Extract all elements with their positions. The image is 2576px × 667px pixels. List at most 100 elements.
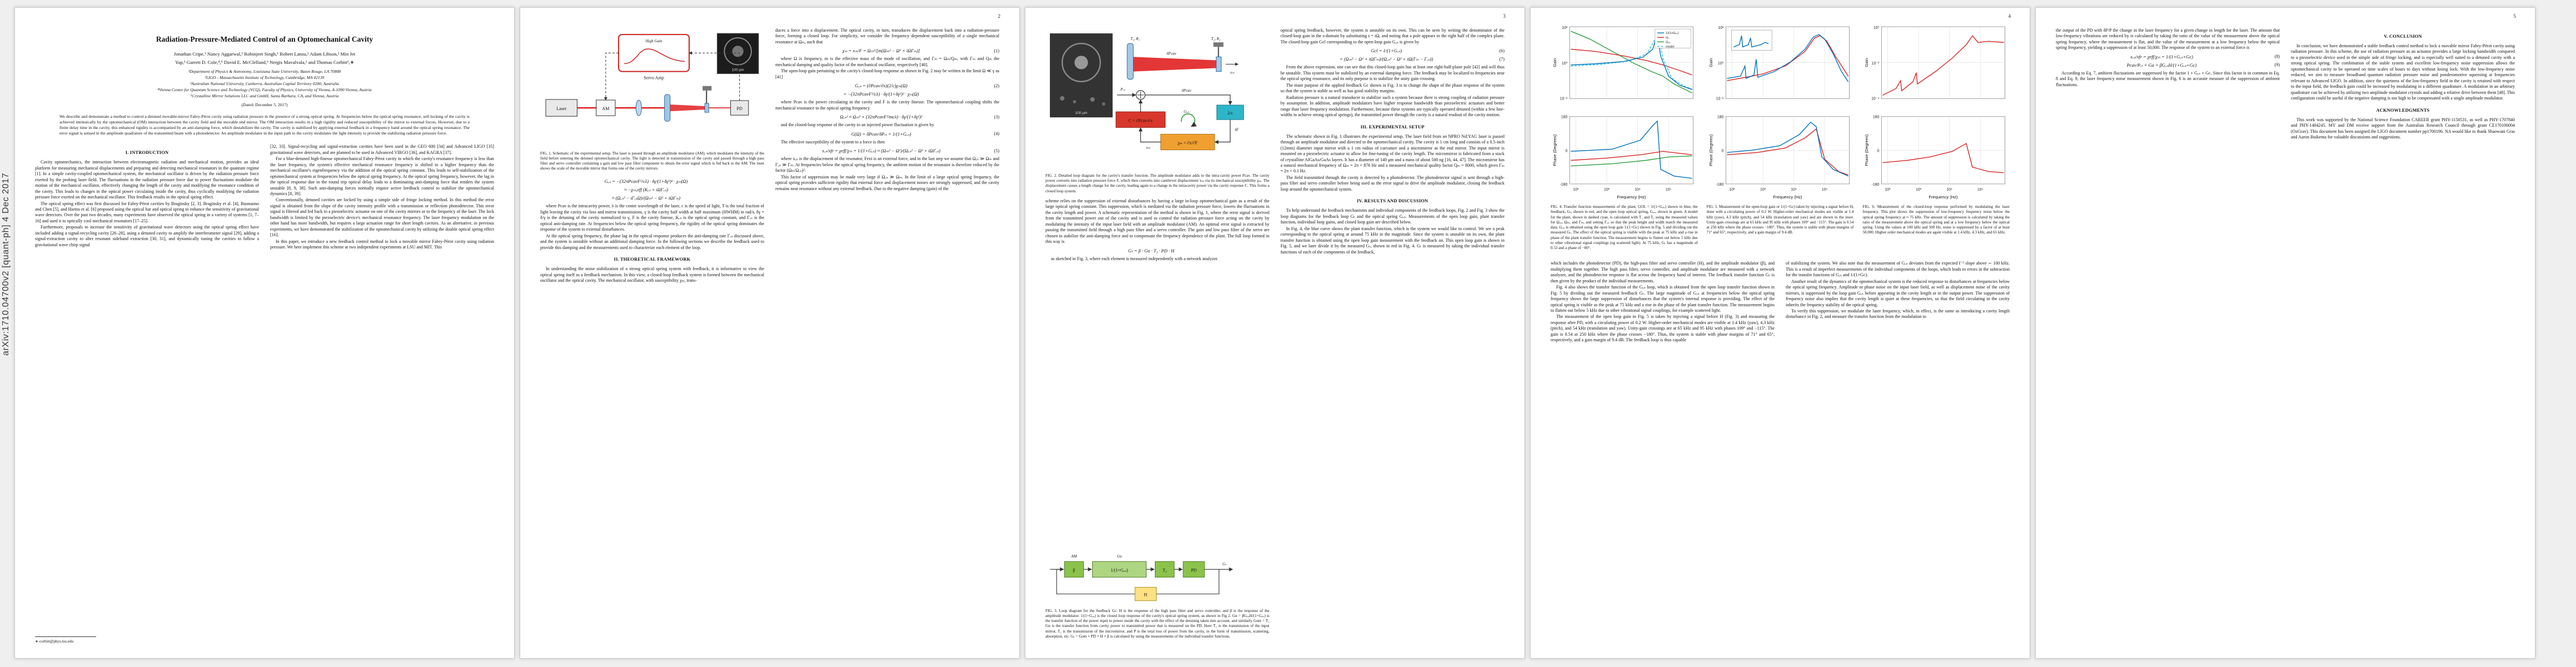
figure-5-open-loop-gain: 10² 10⁰ 10⁻² Gain 180 0 -180 Phase (Degr… [1707,22,1854,251]
svg-text:1/(1+Gₒₛ): 1/(1+Gₒₛ) [1666,32,1679,35]
intro-text-continued: [32, 33]. Signal-recycling and signal-ex… [270,144,494,251]
svg-text:10⁴: 10⁴ [1947,188,1953,192]
susceptibility-label: χₘ = ∂x/∂F [1177,141,1198,146]
micromirror-cantilever [702,86,712,113]
svg-text:10⁰: 10⁰ [1718,61,1724,66]
svg-text:180: 180 [1717,116,1724,120]
h-label: H [1144,593,1147,598]
column-right: of stabilizing the system. We also note … [1786,261,2010,644]
paragraph: In this paper, we introduce a new feedba… [270,238,494,250]
svg-text:10⁻²: 10⁻² [1872,62,1880,66]
cavity-loop-figure: 100 μm T₁, R₁ T₂, R₂ δPcav xₘ [1050,33,1244,151]
input-mirror [664,94,671,122]
gos-curve [1571,31,1692,93]
loop-right-arrow [1214,120,1231,145]
scale-bar-label: 100 μm [732,68,744,72]
gain-axis-label: Gain [1708,58,1713,67]
svg-text:10³: 10³ [1760,188,1766,192]
loop-top-arrow [1145,94,1233,106]
svg-text:10⁰: 10⁰ [1874,26,1880,30]
column-right: optical spring feedback, however, the sy… [1280,28,1504,644]
frequency-axis-label: Frequency (Hz) [1929,195,1959,200]
paragraph: This factor of suppression may be made v… [775,174,999,191]
svg-text:0: 0 [1565,149,1567,153]
phase-axis-label: Phase (Degrees) [1552,134,1557,166]
paragraph: Another result of the dynamics of the op… [1786,278,2010,307]
page2-columns: High Gain Servo Amp 100 μm Lase [540,28,999,644]
svg-text:Gₜ: Gₜ [1666,36,1669,39]
lens-icon [635,99,642,116]
affiliations: ¹Department of Physics & Astronomy, Loui… [35,68,494,99]
svg-text:-180: -180 [1872,183,1880,187]
mirror1-label: T₁, R₁ [1130,37,1140,41]
xm-loop-label: xₘ [1145,146,1150,150]
frequency-axis-label: Frequency (Hz) [1617,195,1646,200]
force-block-label: 2/c [1228,111,1233,116]
gain-axis-label: Gain [1552,58,1557,67]
feedback-path-pd-to-servo [688,51,740,101]
svg-text:10⁻²: 10⁻² [1716,97,1723,101]
figure-1-caption: FIG. 1. Schematic of the experimental se… [540,151,764,171]
section-heading: III. EXPERIMENTAL SETUP [1361,124,1424,130]
paragraph: To verify this suppression, we modulate … [1786,308,2010,320]
laser-box: Laser [545,99,578,117]
feedback-return-right [1156,569,1219,595]
paragraph: According to Eq. 7, ambient fluctuations… [2056,70,2280,87]
servo-amp-label: Servo Amp [644,76,664,81]
high-gain-label: High Gain [645,39,662,43]
gt-curve [1571,48,1692,76]
page-number: 3 [1503,13,1506,19]
svg-text:10⁵: 10⁵ [1977,188,1984,192]
pin-label: Pᵢₙ [1120,87,1125,92]
equation: xₒₛ/xfr = χeff/χₘ = 1/(1+Gₒₛ) ≈ (Ωₘ² − Ω… [822,148,999,154]
affiliation: ⁴Vienna Center for Quantum Science and T… [157,87,372,93]
svg-text:10⁵: 10⁵ [1666,188,1672,192]
amplitude-modulator-box: AM [596,99,616,116]
t2-label: T₂ [1163,568,1167,573]
paragraph: The main purpose of the applied feedback… [1280,82,1504,94]
svg-text:10³: 10³ [1916,188,1922,192]
svg-text:180: 180 [1873,116,1880,120]
footnote-area: ∗ corbitt@phys.lsu.edu [35,632,259,644]
abstract: We describe and demonstrate a method to … [59,114,470,136]
h-block: H [1134,586,1157,601]
optical-spring-gain-label: Gₒₛ [1180,109,1197,127]
input-mirror [1127,43,1134,80]
column-right: duces a force into a displacement. The o… [775,28,999,644]
paragraph: of stabilizing the system. We also note … [1786,261,2010,278]
svg-text:10⁴: 10⁴ [1791,188,1797,192]
paragraph: Fig. 4 also shows the transfer function … [1551,285,1775,313]
figure-2-loop-diagram: 100 μm T₁, R₁ T₂, R₂ δPcav xₘ [1045,28,1269,194]
svg-text:-180: -180 [1716,183,1723,187]
force-block: 2/c [1216,104,1244,120]
figure-6-caption: FIG. 6. Measurement of the closed-loop r… [1862,205,2010,235]
t2-block: T₂ [1154,561,1175,578]
svg-text:10²: 10² [1718,26,1724,30]
intracavity-beam [1133,57,1217,72]
gt-phase [1571,151,1692,161]
paragraph: scheme relies on the suppression of exte… [1045,198,1269,245]
section-heading: I. INTRODUCTION [125,150,169,156]
svg-text:10⁴: 10⁴ [1635,188,1641,192]
paragraph: Conventionally, detuned cavities are loc… [270,197,494,238]
svg-text:10⁰: 10⁰ [1562,61,1568,66]
paragraph: Furthermore, proposals to increase the s… [35,225,259,247]
figure-2-caption: FIG. 2. Detailed loop diagram for the ca… [1045,173,1269,193]
page-1: Radiation-Pressure-Mediated Control of a… [14,7,515,659]
svg-text:180: 180 [1561,116,1568,120]
results-text-end: the output of the PD with δP/P the chang… [2056,28,2280,88]
paragraph: In understanding the noise stabilization… [540,266,764,283]
paragraph: where xₒₛ is the displacement of the res… [775,156,999,173]
gt-label: Gₜ [1222,562,1227,566]
feedback-loop-figure: AM β Gα 1/(1+Gₒₛ) [1050,554,1233,601]
figure-4-caption: FIG. 4. Transfer function measurements o… [1551,205,1698,250]
section-heading: V. CONCLUSION [2384,34,2422,39]
page5-columns: the output of the PD with δP/P the chang… [2056,28,2515,644]
equation: Ωₒₛ² ≈ Ωₘ² + (32πPcavF²/mcλ) · δγ/(1+δγ²… [840,114,999,120]
am-label: AM [602,106,609,111]
micromirror-photo-inset: 100 μm [716,33,759,74]
